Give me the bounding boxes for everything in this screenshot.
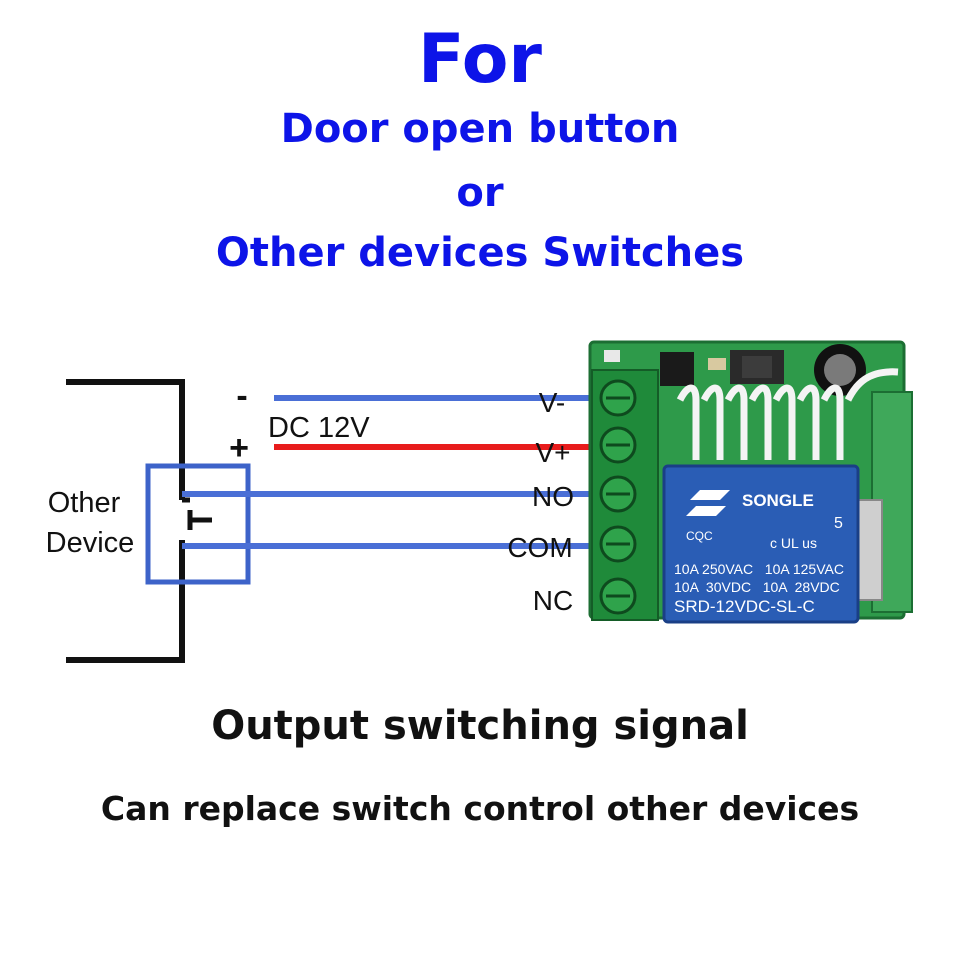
- device-label-line2: Device: [46, 527, 135, 559]
- heading-door-open-button: Door open button: [280, 106, 680, 152]
- antenna-coil: [676, 368, 899, 460]
- relay-rating-1: 10A 250VAC 10A 125VAC: [674, 561, 844, 577]
- tactile-button-cap: [742, 356, 772, 378]
- switch-symbol: [182, 497, 212, 530]
- dc-12v-label: DC 12V: [268, 412, 370, 444]
- relay-brand: SONGLE: [742, 491, 814, 510]
- rf-module-chip: [855, 499, 883, 601]
- relay-model: SRD-12VDC-SL-C: [674, 597, 815, 616]
- led-component: [604, 350, 620, 362]
- terminal-label-com: COM: [507, 532, 572, 563]
- heading-for: For: [418, 20, 542, 99]
- relay-rating-2: 10A 30VDC 10A 28VDC: [674, 579, 840, 595]
- device-bracket: [66, 379, 185, 663]
- footer-title: Output switching signal: [211, 703, 749, 749]
- relay-number: 5: [834, 515, 843, 532]
- plus-sign: +: [229, 429, 249, 467]
- terminal-screws: [599, 379, 637, 615]
- relay-logo-icon: [686, 490, 730, 516]
- device-box: [145, 463, 251, 585]
- terminal-label-v-minus: V-: [539, 387, 565, 418]
- footer-subtitle: Can replace switch control other devices: [100, 789, 860, 828]
- smd-component: [708, 358, 726, 370]
- heading-or: or: [456, 170, 504, 216]
- minus-sign: -: [236, 377, 247, 415]
- ic-chip: [660, 352, 694, 386]
- relay-cqc-mark: CQC: [686, 529, 713, 543]
- heading-other-devices-switches: Other devices Switches: [215, 230, 745, 276]
- relay-ul-mark: c UL us: [770, 535, 817, 551]
- terminal-label-nc: NC: [533, 585, 573, 616]
- relay-body: [662, 464, 860, 624]
- terminal-label-v-plus: V+: [535, 437, 570, 468]
- device-label-line1: Other: [48, 487, 121, 519]
- terminal-label-no: NO: [532, 481, 574, 512]
- capacitor-top: [824, 354, 856, 386]
